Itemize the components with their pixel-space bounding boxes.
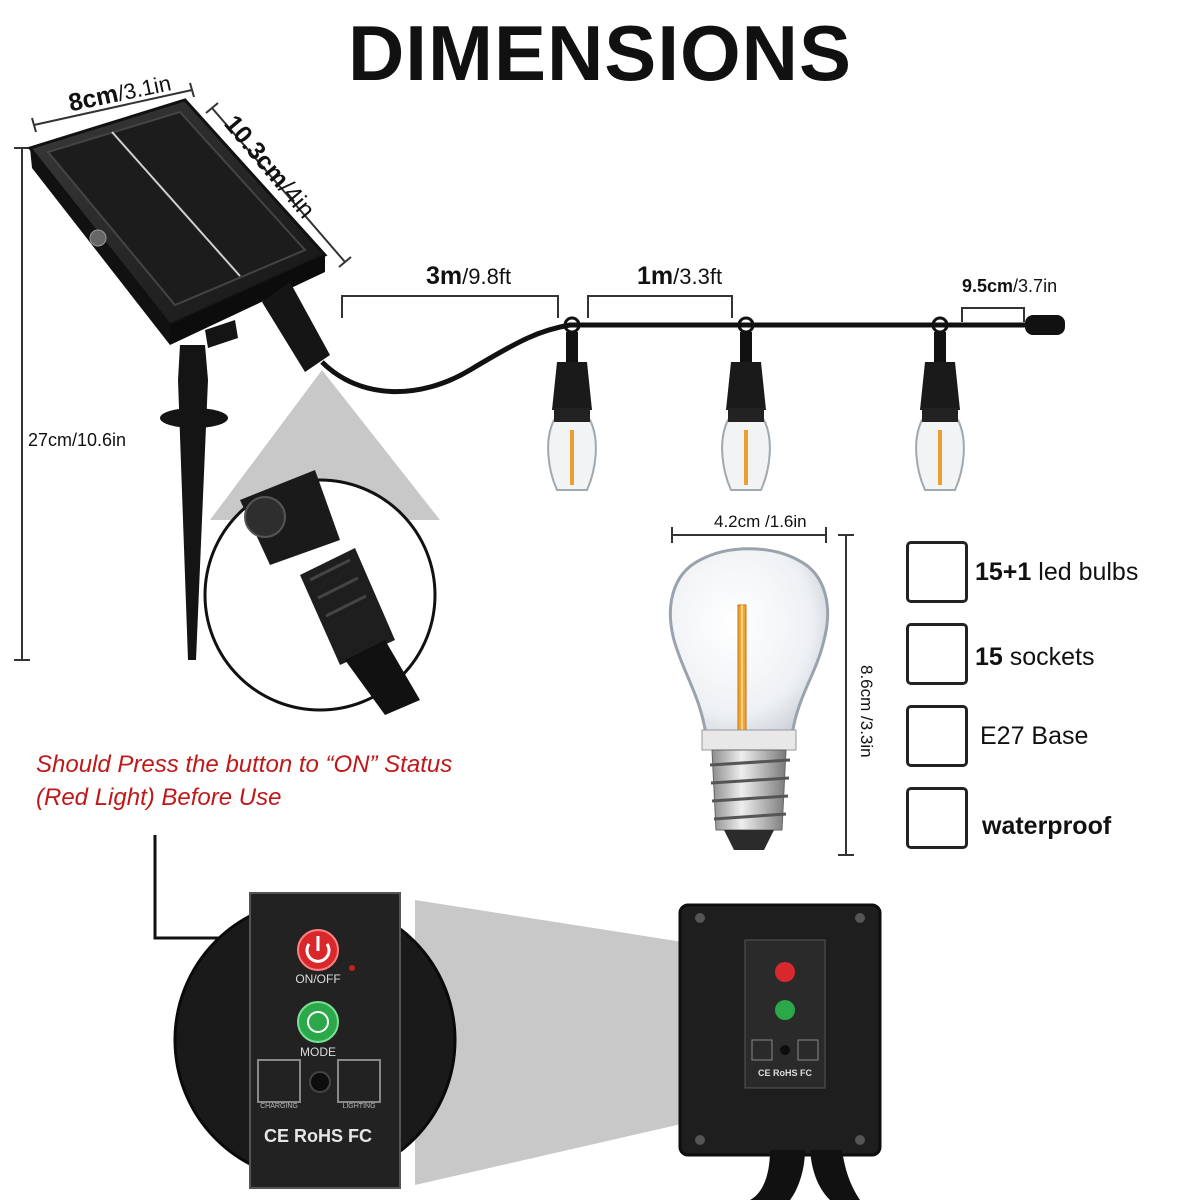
- feature-box-base: [906, 705, 968, 767]
- bulb-height-label: 8.6cm /3.3in: [857, 665, 876, 758]
- string-bulb: [915, 316, 965, 491]
- control-box: [678, 903, 882, 1200]
- feature-base-label: E27 Base: [980, 722, 1089, 750]
- total-height-label: 27cm/10.6in: [28, 430, 127, 450]
- string-bulbs: [547, 316, 965, 491]
- string-bulb: [721, 316, 771, 491]
- control-zoom-detail: [249, 892, 401, 1189]
- large-led-bulb: [668, 547, 830, 850]
- mode-label: MODE: [300, 1045, 336, 1059]
- end-cable-label: 9.5cm/3.7in: [962, 276, 1058, 296]
- feature-waterproof-label: waterproof: [982, 812, 1112, 840]
- connector-detail: [240, 470, 420, 715]
- feature-box-sockets: [906, 623, 968, 685]
- certifications-label: CE RoHS FC: [264, 1126, 372, 1146]
- panel-width-line: [31, 82, 195, 133]
- connector-zoom-cone: [210, 370, 440, 520]
- bulb-width-label: 4.2cm /1.6in: [714, 512, 807, 531]
- bulb-spacing-label: 1m/3.3ft: [637, 262, 723, 290]
- warning-line-2: (Red Light) Before Use: [36, 784, 282, 811]
- charging-caption: CHARGING: [260, 1103, 298, 1110]
- feature-box-waterproof: [906, 787, 968, 849]
- main-cable: [320, 322, 1030, 394]
- height-dimension-line: [14, 147, 30, 661]
- ground-stake: [160, 320, 238, 660]
- solar-panel: [27, 98, 330, 372]
- bulb-dimension-lines: [671, 527, 854, 856]
- certifications-small-label: CE RoHS FC: [758, 1068, 812, 1078]
- string-bulb: [547, 316, 597, 491]
- feature-bulbs-label: 15+1 led bulbs: [975, 558, 1139, 586]
- feature-box-bulbs: [906, 541, 968, 603]
- page-title: DIMENSIONS: [347, 9, 853, 97]
- panel-height-line: [205, 102, 352, 268]
- cable-dimension-lines: [341, 295, 1025, 322]
- warning-text: Should Press the button to “ON” Status (…: [36, 748, 452, 814]
- lighting-caption: LIGHTING: [342, 1103, 376, 1110]
- lead-cable-label: 3m/9.8ft: [426, 262, 512, 290]
- warning-line-1: Should Press the button to “ON” Status: [36, 751, 453, 778]
- feature-sockets-label: 15 sockets: [975, 643, 1095, 671]
- on-off-label: ON/OFF: [295, 972, 341, 986]
